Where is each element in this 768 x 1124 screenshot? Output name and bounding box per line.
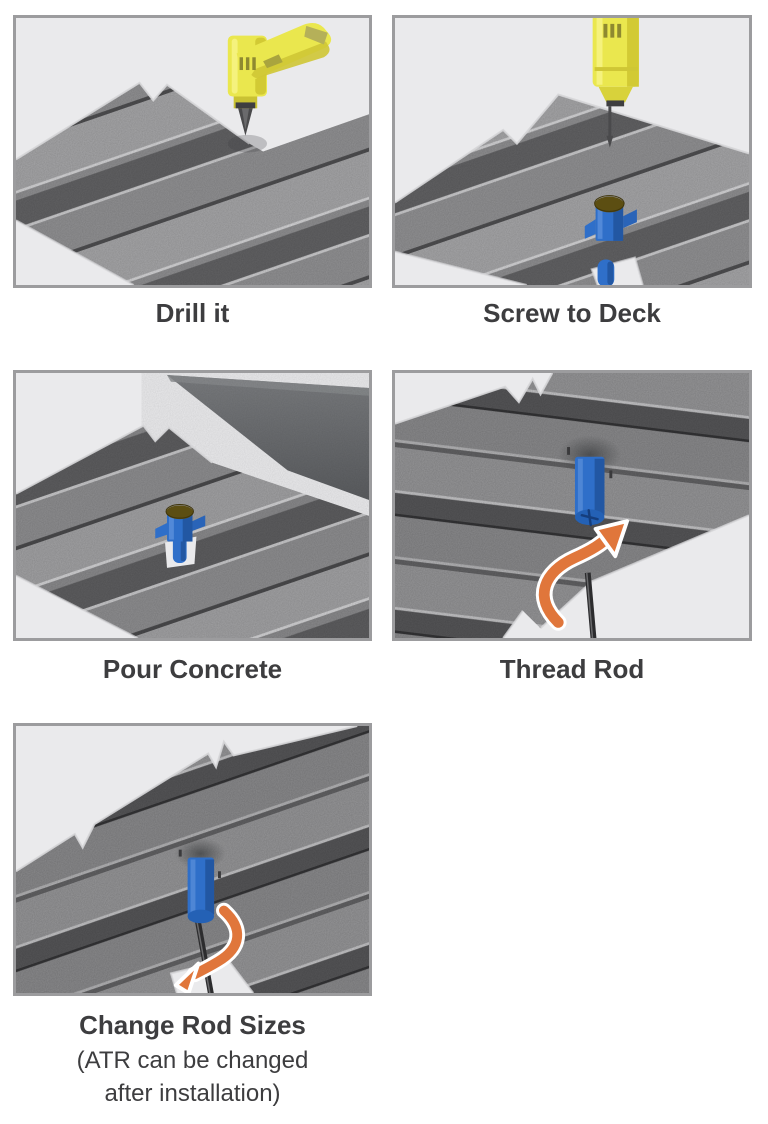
steel-deck [395, 94, 749, 285]
deck-broken-edge [16, 726, 358, 873]
deck-front-edge [395, 250, 644, 285]
deck-anchor-icon [584, 195, 637, 241]
arrow-up-icon [535, 519, 630, 631]
caption-change-rod-sizes: Change Rod Sizes [79, 1010, 306, 1040]
thread-rod-illustration [395, 373, 749, 638]
anchor-clip-ear [609, 470, 613, 479]
drill-icon [592, 18, 639, 148]
anchor-tip [597, 259, 615, 285]
deck-anchor-icon [155, 504, 206, 542]
anchor-clip-ear [567, 447, 571, 455]
deck-front-edge [16, 574, 139, 638]
deck-front-edge [16, 219, 135, 285]
drill-icon [227, 22, 332, 153]
change-rod-sizes-illustration [16, 726, 369, 993]
deck-broken-edge [395, 93, 749, 204]
panel-screw-to-deck [392, 15, 752, 288]
threaded-rod-icon [584, 572, 597, 638]
screw-to-deck-illustration [395, 18, 749, 285]
anchor-clip-ear [217, 871, 221, 879]
deck-broken-edge [16, 81, 250, 161]
anchor-tip [172, 536, 187, 563]
caption-drill-it: Drill it [155, 298, 230, 328]
deck-broken-edge [395, 373, 554, 425]
arrow-down-icon [173, 902, 246, 993]
subcaption-change-rod-sizes: (ATR can be changed after installation) [13, 1044, 372, 1110]
caption-pour-concrete: Pour Concrete [102, 654, 283, 684]
drill-it-illustration [16, 22, 369, 285]
subcaption-line-1: (ATR can be changed [76, 1047, 309, 1074]
anchor-clip-ear [178, 849, 182, 857]
panel-drill-it [13, 15, 372, 288]
threaded-rod-icon [194, 917, 214, 993]
caption-screw-to-deck: Screw to Deck [483, 298, 661, 328]
deck-anchor-icon [187, 857, 215, 924]
hole-shadow [558, 435, 622, 475]
panel-change-rod-sizes [13, 723, 372, 996]
caption-thread-rod: Thread Rod [499, 654, 645, 684]
panel-thread-rod [392, 370, 752, 641]
panel-pour-concrete [13, 370, 372, 641]
pour-concrete-illustration [16, 373, 369, 638]
subcaption-line-2: after installation) [104, 1080, 281, 1107]
deck-broken-edge [16, 424, 213, 495]
deck-anchor-icon [574, 456, 605, 527]
